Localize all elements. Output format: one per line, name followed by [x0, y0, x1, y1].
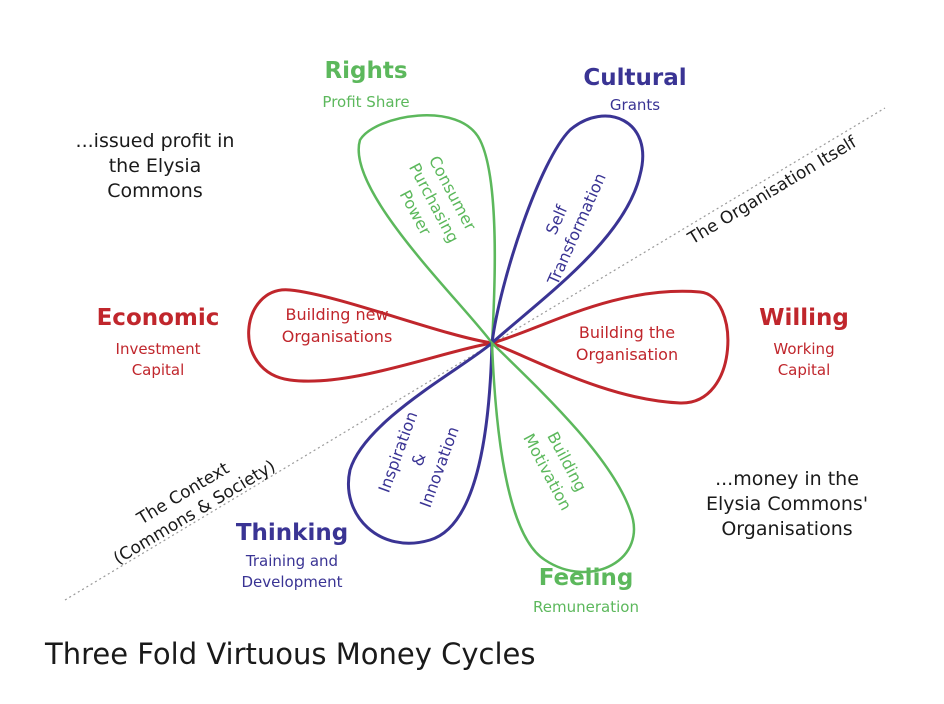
- economic-sub-2: Capital: [132, 361, 185, 379]
- diagram-title: Three Fold Virtuous Money Cycles: [44, 637, 535, 671]
- willing-petal-2: Organisation: [576, 345, 678, 364]
- axis-label-context: The Context (Commons & Society): [110, 456, 279, 569]
- axis-line: [64, 107, 886, 601]
- willing-sub-1: Working: [773, 340, 834, 358]
- willing-heading: Willing: [759, 305, 849, 331]
- economic-heading: Economic: [97, 305, 220, 331]
- economic-sub-1: Investment: [116, 340, 201, 358]
- cultural-sub: Grants: [610, 96, 660, 114]
- note-bottom-right-1: ...money in the: [715, 468, 859, 490]
- note-bottom-right-3: Organisations: [721, 518, 852, 540]
- feeling-sub: Remuneration: [533, 598, 639, 616]
- thinking-sub-2: Development: [242, 573, 343, 591]
- petal-cultural: [490, 114, 645, 347]
- thinking-heading: Thinking: [236, 520, 348, 546]
- note-top-left-1: ...issued profit in: [76, 130, 235, 152]
- note-top-left-3: Commons: [107, 180, 202, 202]
- cultural-petal-text: Self Transformation: [542, 170, 610, 288]
- thinking-petal-2: &: [408, 450, 430, 468]
- economic-petal-1: Building new: [285, 305, 388, 324]
- rights-sub: Profit Share: [322, 93, 409, 111]
- petal-economic: [247, 288, 493, 383]
- petal-rights: [357, 114, 497, 347]
- thinking-sub-1: Training and: [245, 552, 338, 570]
- feeling-petal-text: Building Motivation: [519, 429, 590, 514]
- feeling-heading: Feeling: [539, 565, 634, 591]
- rights-heading: Rights: [324, 58, 407, 84]
- axis-label-organisation: The Organisation Itself: [684, 132, 861, 249]
- petal-thinking: [347, 339, 494, 545]
- economic-petal-2: Organisations: [282, 327, 393, 346]
- thinking-petal-text: Inspiration & Innovation: [374, 409, 462, 510]
- petal-willing: [487, 289, 730, 405]
- petal-feeling: [490, 339, 636, 574]
- note-top-left-2: the Elysia: [109, 155, 202, 177]
- willing-petal-1: Building the: [579, 323, 675, 342]
- willing-sub-2: Capital: [778, 361, 831, 379]
- cultural-heading: Cultural: [583, 65, 686, 91]
- note-bottom-right-2: Elysia Commons': [706, 493, 868, 515]
- rights-petal-text: Consumer Purchasing Power: [396, 153, 481, 246]
